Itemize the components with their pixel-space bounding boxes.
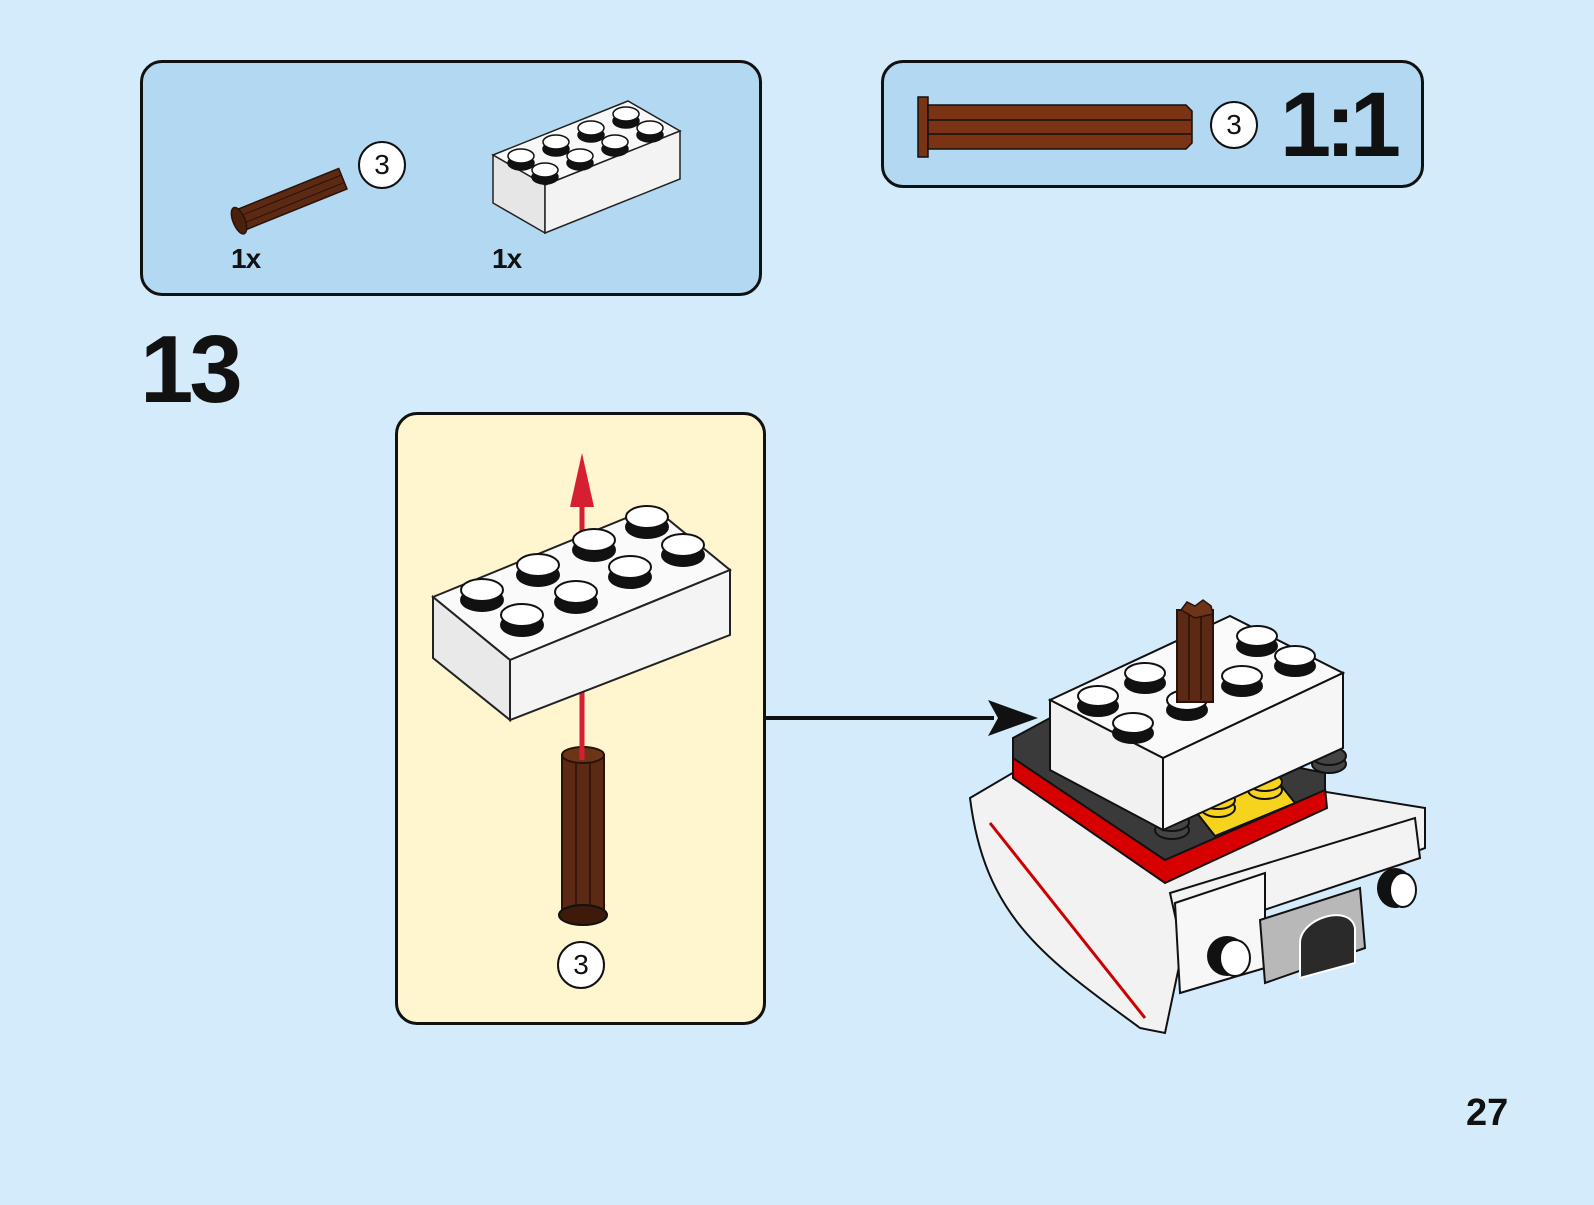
part-quantity: 1x: [231, 243, 261, 274]
brown-axle-pin: [558, 745, 608, 926]
step-number: 13: [140, 316, 243, 423]
parts-list-panel: 3 1x 1x: [140, 60, 762, 296]
scale-label: 1:1: [1280, 74, 1401, 176]
white-2x4-brick: [431, 505, 732, 723]
dark-arch: [1299, 914, 1356, 980]
assembled-model: [968, 599, 1426, 1035]
inserted-brown-axle-pin: [1176, 599, 1214, 703]
sub-assembly-panel: 3: [395, 412, 766, 1025]
sub-assembly-drawing: [431, 453, 732, 926]
white-2x4-brick-part: [491, 100, 682, 235]
axle-pin-scale-drawing: [917, 96, 1193, 158]
part-quantity: 1x: [492, 243, 522, 274]
brown-axle-pin-part: [230, 167, 348, 235]
length-callout: 3: [1210, 101, 1258, 149]
length-callout: 3: [358, 141, 406, 189]
right-arrow-icon: [766, 700, 1038, 736]
length-callout: 3: [557, 941, 605, 989]
page-number: 27: [1466, 1092, 1509, 1134]
scale-reference-panel: 3 1:1: [881, 60, 1424, 188]
up-arrow-icon: [570, 453, 594, 507]
